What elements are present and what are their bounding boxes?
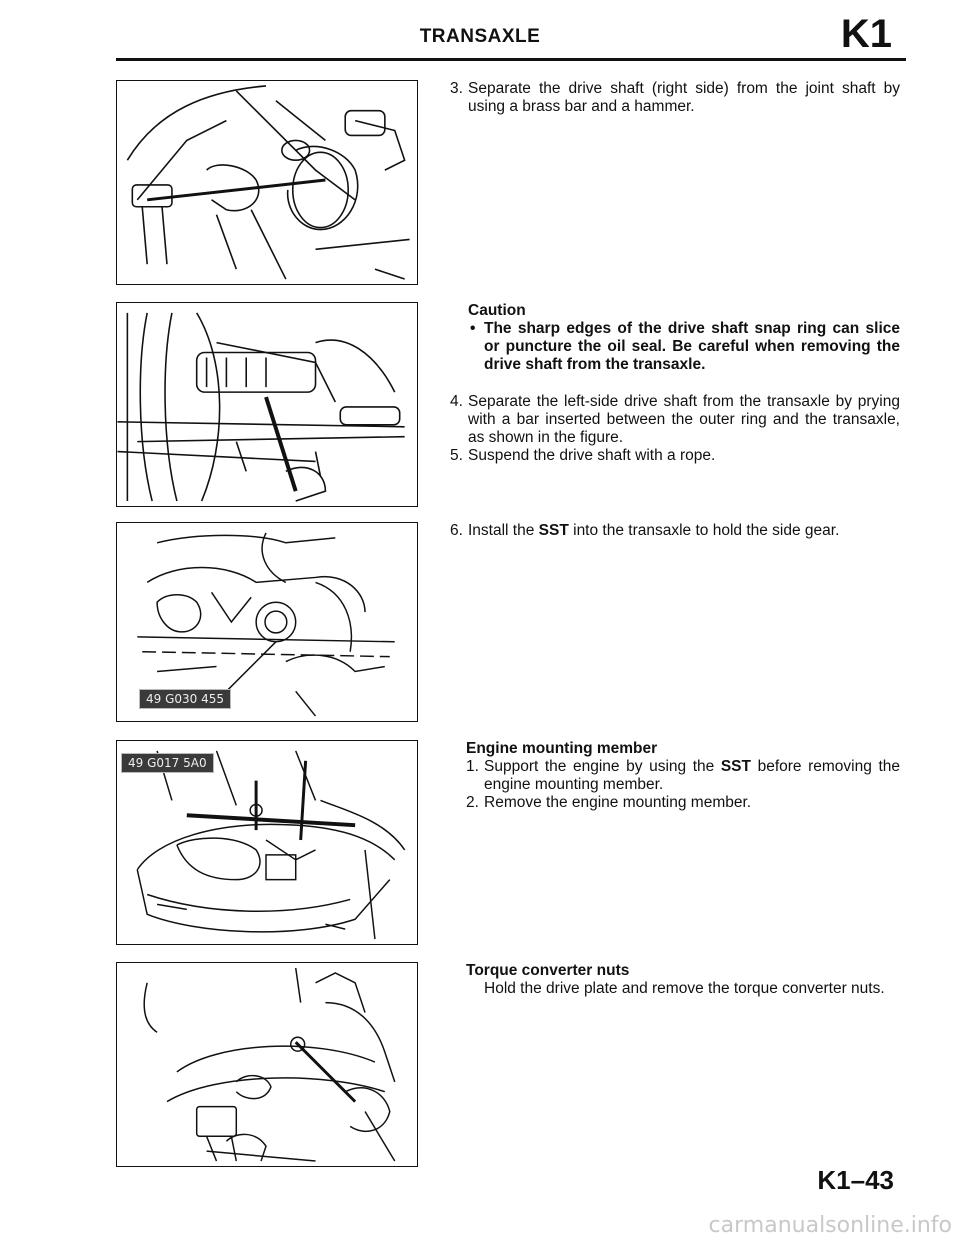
header-rule [116, 58, 906, 61]
sst-label: 49 G017 5A0 [121, 753, 214, 773]
step-number: 6. [450, 522, 463, 539]
figure-sst-side-gear: 49 G030 455 [116, 522, 418, 722]
sst-side-gear-illustration [137, 532, 395, 717]
section-heading: Torque converter nuts [466, 962, 630, 979]
step-6: 6. Install the SST into the transaxle to… [450, 522, 900, 540]
figure-pry-drive-shaft [116, 302, 418, 507]
step-text-post: before removing the engine mounting memb… [484, 758, 900, 793]
caution-block: Caution • The sharp edges of the drive s… [450, 302, 900, 374]
step-number: 1. [466, 758, 479, 775]
step-text: Separate the drive shaft (right side) fr… [468, 80, 900, 115]
step-text: Suspend the drive shaft with a rope. [468, 447, 716, 464]
step-text: Remove the engine mounting member. [484, 794, 752, 811]
step-number: 5. [450, 447, 463, 464]
figure-torque-converter [116, 962, 418, 1167]
page-number: K1–43 [817, 1165, 894, 1195]
sst-label: 49 G030 455 [139, 689, 232, 709]
engine-mounting-section: Engine mounting member 1. Support the en… [466, 740, 900, 812]
step-text-post: into the transaxle to hold the side gear… [568, 522, 840, 539]
section-code: K1 [840, 12, 892, 56]
caution-bullet: • The sharp edges of the drive shaft sna… [468, 320, 900, 374]
step-text-pre: Install the [468, 522, 539, 539]
bullet-icon: • [470, 320, 476, 337]
section-text: Hold the drive plate and remove the torq… [484, 980, 885, 997]
caution-title: Caution [468, 302, 526, 319]
figure-drive-shaft-hammer [116, 80, 418, 285]
torque-converter-illustration [143, 967, 396, 1162]
step-text-pre: Support the engine by using the [484, 758, 721, 775]
engine-support-illustration [136, 750, 406, 940]
step-4: 4. Separate the left-side drive shaft fr… [450, 393, 900, 465]
caution-text: The sharp edges of the drive shaft snap … [484, 320, 900, 373]
step-text: Separate the left-side drive shaft from … [468, 393, 900, 446]
step-3: 3. Separate the drive shaft (right side)… [450, 80, 900, 116]
torque-converter-section: Torque converter nuts Hold the drive pla… [466, 962, 900, 998]
sst-term: SST [720, 758, 751, 775]
step-number: 4. [450, 393, 463, 410]
page-title: TRANSAXLE [419, 26, 541, 47]
drive-shaft-hammer-illustration [126, 85, 410, 280]
figure-engine-support: 49 G017 5A0 [116, 740, 418, 945]
step-number: 3. [450, 80, 463, 97]
step-number: 2. [466, 794, 479, 811]
section-heading: Engine mounting member [466, 740, 658, 757]
pry-drive-shaft-illustration [117, 312, 405, 502]
watermark: carmanualsonline.info [708, 1213, 952, 1238]
sst-term: SST [538, 522, 569, 539]
